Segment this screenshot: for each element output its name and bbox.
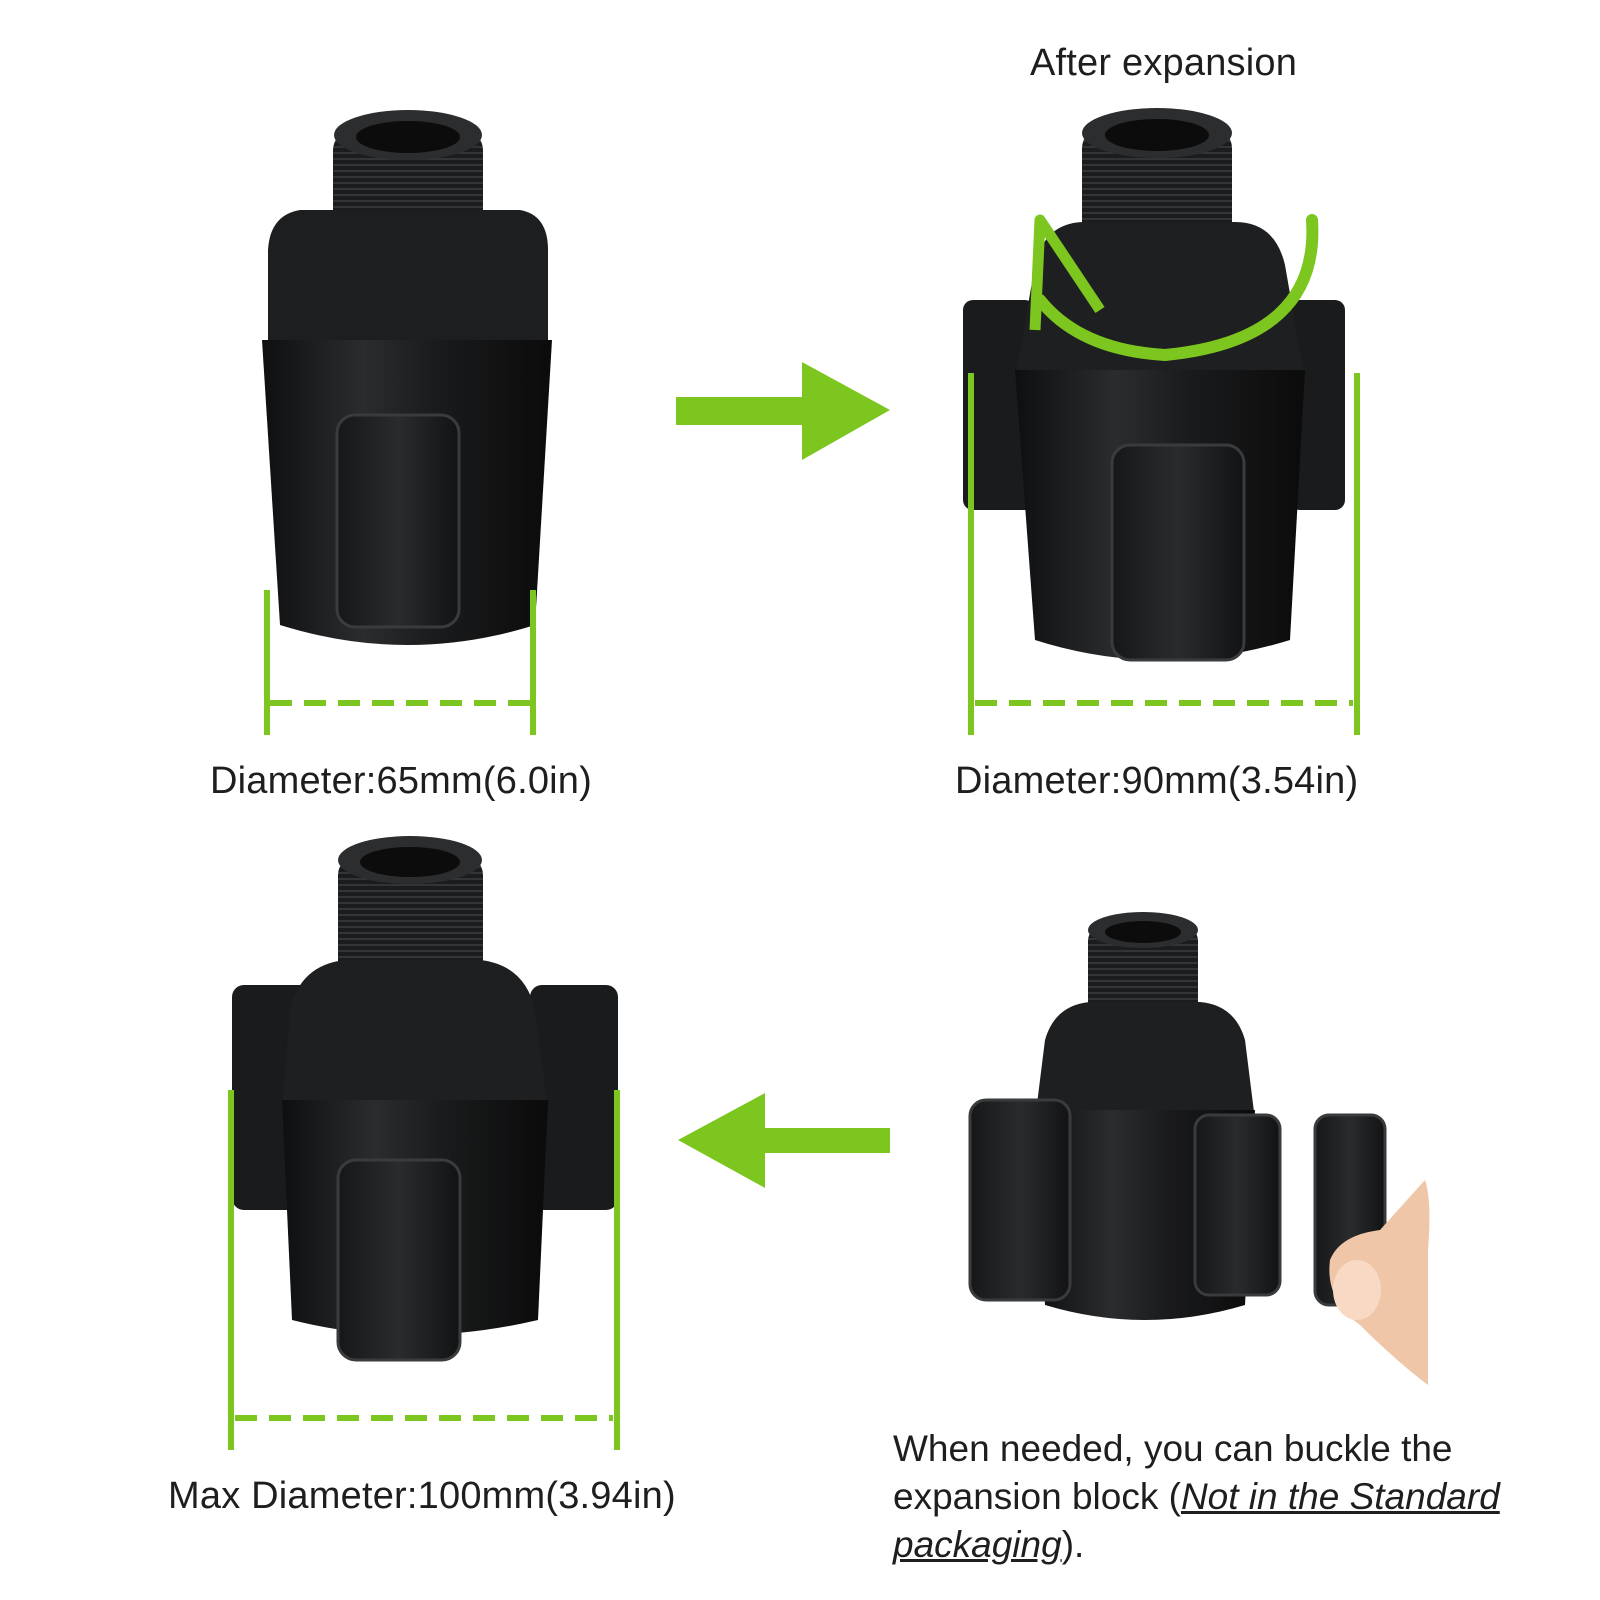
arrow-left-icon xyxy=(678,1093,890,1188)
measure-small xyxy=(264,590,536,735)
arrow-right-icon xyxy=(676,362,890,460)
holder-expanded xyxy=(963,108,1345,662)
holder-max xyxy=(232,836,618,1362)
diameter-medium-label: Diameter:90mm(3.54in) xyxy=(955,760,1359,802)
expansion-note: When needed, you can buckle the expansio… xyxy=(893,1425,1513,1569)
note-text: When needed, you can buckle the expansio… xyxy=(893,1428,1453,1517)
note-end: ). xyxy=(1061,1524,1085,1565)
diameter-small-label: Diameter:65mm(6.0in) xyxy=(210,760,592,802)
diameter-max-label: Max Diameter:100mm(3.94in) xyxy=(168,1475,676,1517)
after-expansion-caption: After expansion xyxy=(1030,42,1298,84)
holder-with-block xyxy=(968,912,1430,1385)
note-emphasis: Not in the Standard packaging xyxy=(893,1476,1500,1565)
rotate-arrow-icon xyxy=(1034,214,1319,362)
holder-compact xyxy=(262,110,552,645)
measure-medium xyxy=(968,373,1360,735)
measure-max xyxy=(228,1090,620,1450)
